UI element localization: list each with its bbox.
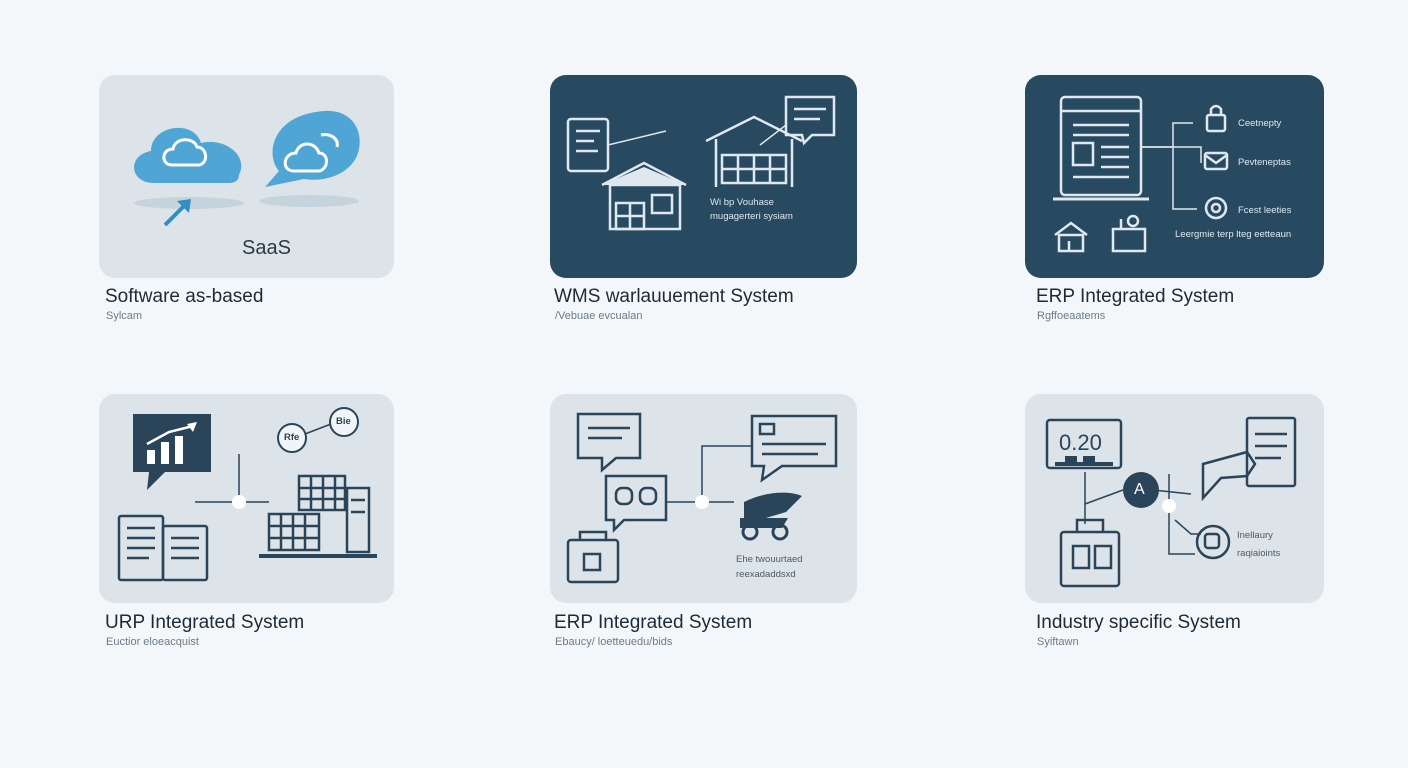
card-subtitle: Rgffoeaatems — [1037, 310, 1106, 322]
erp-logistics-line-2: reexadaddsxd — [736, 569, 796, 580]
card-subtitle: Sylcam — [106, 310, 143, 322]
card-subtitle: Ebaucy/ loetteuedu/bids — [555, 636, 673, 648]
cloud-chat-bubble-icon — [265, 110, 360, 187]
factory-grid-icon — [259, 474, 377, 558]
mail-icon — [1203, 151, 1229, 171]
warehouse-icon — [705, 115, 803, 187]
cloud-icon — [134, 127, 242, 183]
hand-pointer-icon — [1201, 450, 1257, 502]
erp-illustration — [1053, 95, 1229, 253]
card-subtitle: Euctior eloeacquist — [106, 636, 199, 648]
monitor-text: 0.20 — [1059, 430, 1102, 455]
erp-item-2: Pevteneptas — [1238, 157, 1291, 168]
search-icon — [1204, 196, 1228, 220]
wms-inner-line-1: Wi bp Vouhase — [710, 197, 774, 208]
wms-illustration — [566, 95, 836, 231]
monitor-icon — [1045, 418, 1123, 470]
erp-item-1: Ceetnepty — [1238, 118, 1282, 129]
lock-icon — [1205, 104, 1227, 133]
wms-inner-line-2: mugagerteri sysiam — [710, 211, 793, 222]
card-subtitle: Syiftawn — [1037, 636, 1079, 648]
erp-bottom-line: Leergmie terp lteg eetteaun — [1175, 229, 1292, 240]
erp-logistics-line-1: Ehe twouurtaed — [736, 554, 803, 565]
industry-line-2: raqiaioints — [1237, 548, 1281, 559]
card-title: Industry specific System — [1036, 612, 1241, 633]
urp-card[interactable]: Rfe Bie — [99, 394, 394, 603]
node-label: Bie — [336, 416, 351, 427]
saas-card[interactable]: SaaS — [99, 75, 394, 278]
node-label: A — [1134, 481, 1145, 498]
delivery-vehicle-icon — [740, 492, 802, 541]
card-title: ERP Integrated System — [1036, 286, 1235, 307]
node-circle — [1123, 472, 1159, 508]
saas-label: SaaS — [242, 237, 291, 259]
card-title: URP Integrated System — [105, 612, 305, 633]
chat-bubble-icon — [576, 412, 642, 473]
wms-card[interactable]: Wi bp Vouhase mugagerteri sysiam — [550, 75, 857, 278]
growth-chart-icon — [133, 414, 211, 490]
node-label: Rfe — [284, 432, 300, 443]
erp-item-3: Fcest leeties — [1238, 205, 1292, 216]
bag-icon — [566, 530, 620, 584]
document-icon — [117, 514, 209, 582]
card-title: WMS warlauuement System — [554, 286, 794, 307]
document-icon — [1245, 416, 1297, 488]
erp-logistics-illustration — [566, 412, 838, 584]
saas-illustration — [134, 110, 360, 227]
bag-icon — [1059, 518, 1121, 588]
industry-card[interactable]: 0.20 A Inellaury raqiaioints — [1025, 394, 1324, 603]
badge-icon — [1195, 524, 1231, 560]
upload-arrow-icon — [163, 199, 191, 227]
document-icon — [750, 414, 838, 483]
erp-logistics-card[interactable]: Ehe twouurtaed reexadaddsxd — [550, 394, 857, 603]
document-icon — [566, 117, 610, 173]
building-icon — [1054, 221, 1088, 253]
worker-icon — [1111, 214, 1147, 253]
industry-illustration — [1045, 416, 1297, 588]
document-monitor-icon — [1053, 95, 1149, 201]
card-title: Software as-based — [105, 286, 264, 307]
erp-card[interactable]: Ceetnepty Pevteneptas Fcest leeties Leer… — [1025, 75, 1324, 278]
urp-illustration — [117, 407, 377, 582]
industry-line-1: Inellaury — [1237, 530, 1273, 541]
card-title: ERP Integrated System — [554, 612, 753, 633]
robot-chat-icon — [604, 474, 668, 534]
card-subtitle: /Vebuae evcualan — [555, 310, 643, 322]
